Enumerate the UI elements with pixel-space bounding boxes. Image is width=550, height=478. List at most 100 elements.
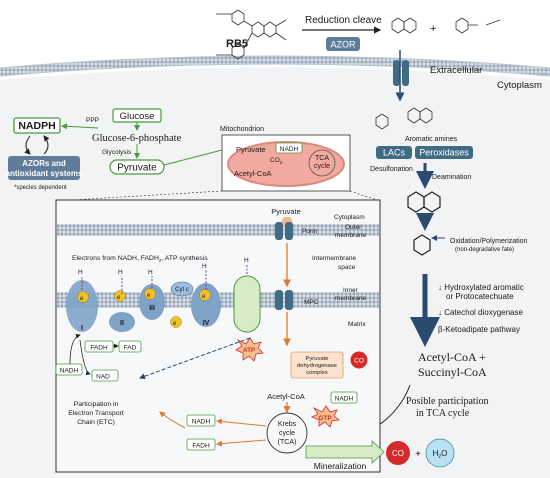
mito-tca-2: cycle — [314, 163, 330, 170]
aromatic-amines-molecules — [375, 107, 433, 130]
atp-label: ATP — [243, 347, 256, 354]
gtp-burst — [311, 405, 340, 428]
e-4: e — [202, 294, 206, 300]
rb5-molecule — [216, 9, 287, 60]
pyruvate-box — [109, 159, 165, 175]
pyruvate-to-mito — [163, 149, 223, 166]
hplus-3: H — [148, 269, 153, 276]
participation-3: Chain (ETC) — [77, 419, 115, 426]
nondegradative-label: (non-degradative fate) — [455, 247, 514, 253]
pdc-line-1: Pyruvate — [306, 356, 329, 362]
krebs-cycle — [266, 412, 308, 454]
zoom-fadh2b-box — [186, 438, 216, 451]
hplus-5: H — [244, 257, 249, 264]
zoom-nadplus: NAD — [96, 374, 110, 381]
naphthalenediol-molecule — [407, 191, 441, 213]
aromatic-amines-label: Aromatic amines — [405, 136, 458, 143]
azor-box — [326, 37, 360, 51]
co2-circle — [350, 351, 368, 369]
reduction-cleave-label: Reduction cleave — [305, 15, 382, 26]
peroxidases-label: Peroxidases — [419, 148, 469, 158]
hplus-1: H — [78, 269, 83, 276]
zoom-outer-1: Outer — [345, 224, 362, 231]
complex-III-label: III — [149, 305, 155, 312]
inner-2: membrane — [335, 295, 366, 302]
complex-IV-label: IV — [203, 320, 210, 327]
zoom-fadh2-box — [84, 340, 114, 353]
zoom-outer-2: membrane — [335, 232, 366, 239]
plus-top: + — [430, 23, 436, 35]
hydroxylated-label-1: ↓ Hydroxylated aromatic — [438, 283, 524, 292]
h2o-circle — [425, 438, 455, 468]
zoom-nadh2: NADH — [335, 396, 354, 403]
desulfonation-label: Desulfonation — [370, 166, 413, 173]
zoom-pyruvate: Pyruvate — [271, 207, 301, 216]
e-5: e — [173, 321, 177, 327]
zoom-nadplus-box — [91, 369, 119, 382]
g6p-label: Glucose-6-phosphate — [92, 133, 182, 144]
mineralization-arrow — [305, 440, 385, 464]
zoom-nadh-box — [55, 363, 83, 376]
acetyl-succinyl-line-2: Succinyl-CoA — [418, 365, 487, 379]
posible-participation-1: Posible participation — [406, 396, 489, 407]
cyt-c — [170, 281, 194, 297]
zoom-fad: FAD — [124, 345, 137, 352]
extracellular-label: Extracellular — [430, 65, 482, 76]
mpc-channel — [275, 290, 293, 310]
pyruvate-label: Pyruvate — [117, 163, 157, 174]
co2-final-circle — [386, 441, 410, 465]
outer-membrane — [57, 224, 379, 236]
participation-1: Participation in — [74, 401, 119, 408]
etc-link-arrow — [139, 337, 251, 380]
complex-IV — [191, 283, 221, 327]
electron-markers — [77, 288, 211, 328]
mito-nadh: NADH — [280, 146, 299, 153]
naphthalene-amine-top — [391, 17, 417, 34]
zoom-cytoplasm: Cytoplasm — [334, 214, 365, 221]
porin-label: Porin — [302, 228, 318, 235]
pdc-line-3: complex — [306, 370, 328, 376]
complex-II — [109, 312, 135, 332]
zoom-acetyl: Acetyl-CoA — [267, 392, 305, 401]
mito-nadh-box — [275, 142, 303, 154]
mitochondrion-title: Mitochondrion — [220, 126, 264, 133]
glucose-label: Glucose — [120, 111, 155, 122]
catechol-dioxygenase-label: ↓ Catechol dioxygenase — [438, 308, 523, 317]
rb5-label: RB5 — [226, 38, 248, 50]
azors-line-2: antioxidant systems — [6, 169, 83, 178]
inner-1: Inner — [343, 287, 359, 294]
deamination-label: Deamination — [432, 174, 471, 181]
zoomed-mitochondrion-panel — [55, 199, 381, 473]
zoom-fadh2: FADH — [90, 345, 108, 352]
e-2: e — [117, 295, 121, 301]
lacs-label: LACs — [383, 148, 406, 158]
krebs-1: Krebs — [278, 421, 297, 428]
atp-burst — [235, 337, 264, 362]
pdc-box — [290, 351, 344, 379]
nadph-box — [13, 117, 61, 134]
intermembrane-1: Intermembrane — [312, 255, 356, 262]
matrix-label: Matrix — [348, 321, 366, 328]
zoom-fad-box — [118, 340, 142, 353]
atp-synthase — [233, 275, 261, 333]
electrons-label: Electrons from NADH, FADH2, ATP synthesi… — [72, 255, 208, 263]
mineralization-label: Mineralization — [314, 461, 367, 471]
hydroxylated-label-2: or Protocatechuate — [446, 292, 514, 301]
species-note: *species dependent — [14, 185, 67, 191]
mpc-label: MPC — [304, 299, 319, 306]
e-3: e — [147, 293, 151, 299]
ketoadipate-label: β-Ketoadipate pathway — [438, 325, 520, 334]
sulfone-molecule-top — [455, 17, 501, 34]
azors-line-1: AZORs and — [22, 159, 66, 168]
peroxidases-box — [415, 146, 473, 159]
mitochondrion-shape — [227, 141, 345, 187]
e-1: e — [80, 296, 84, 302]
cyt-c-label: Cyt c — [175, 287, 189, 293]
krebs-3: (TCA) — [278, 439, 297, 446]
acetyl-succinyl-line-1: Acetyl-CoA + — [418, 350, 486, 364]
intermembrane-2: space — [338, 264, 356, 271]
h2o-label: H2O — [433, 449, 448, 460]
complex-I — [66, 280, 98, 332]
mito-tca-circle — [308, 149, 336, 177]
